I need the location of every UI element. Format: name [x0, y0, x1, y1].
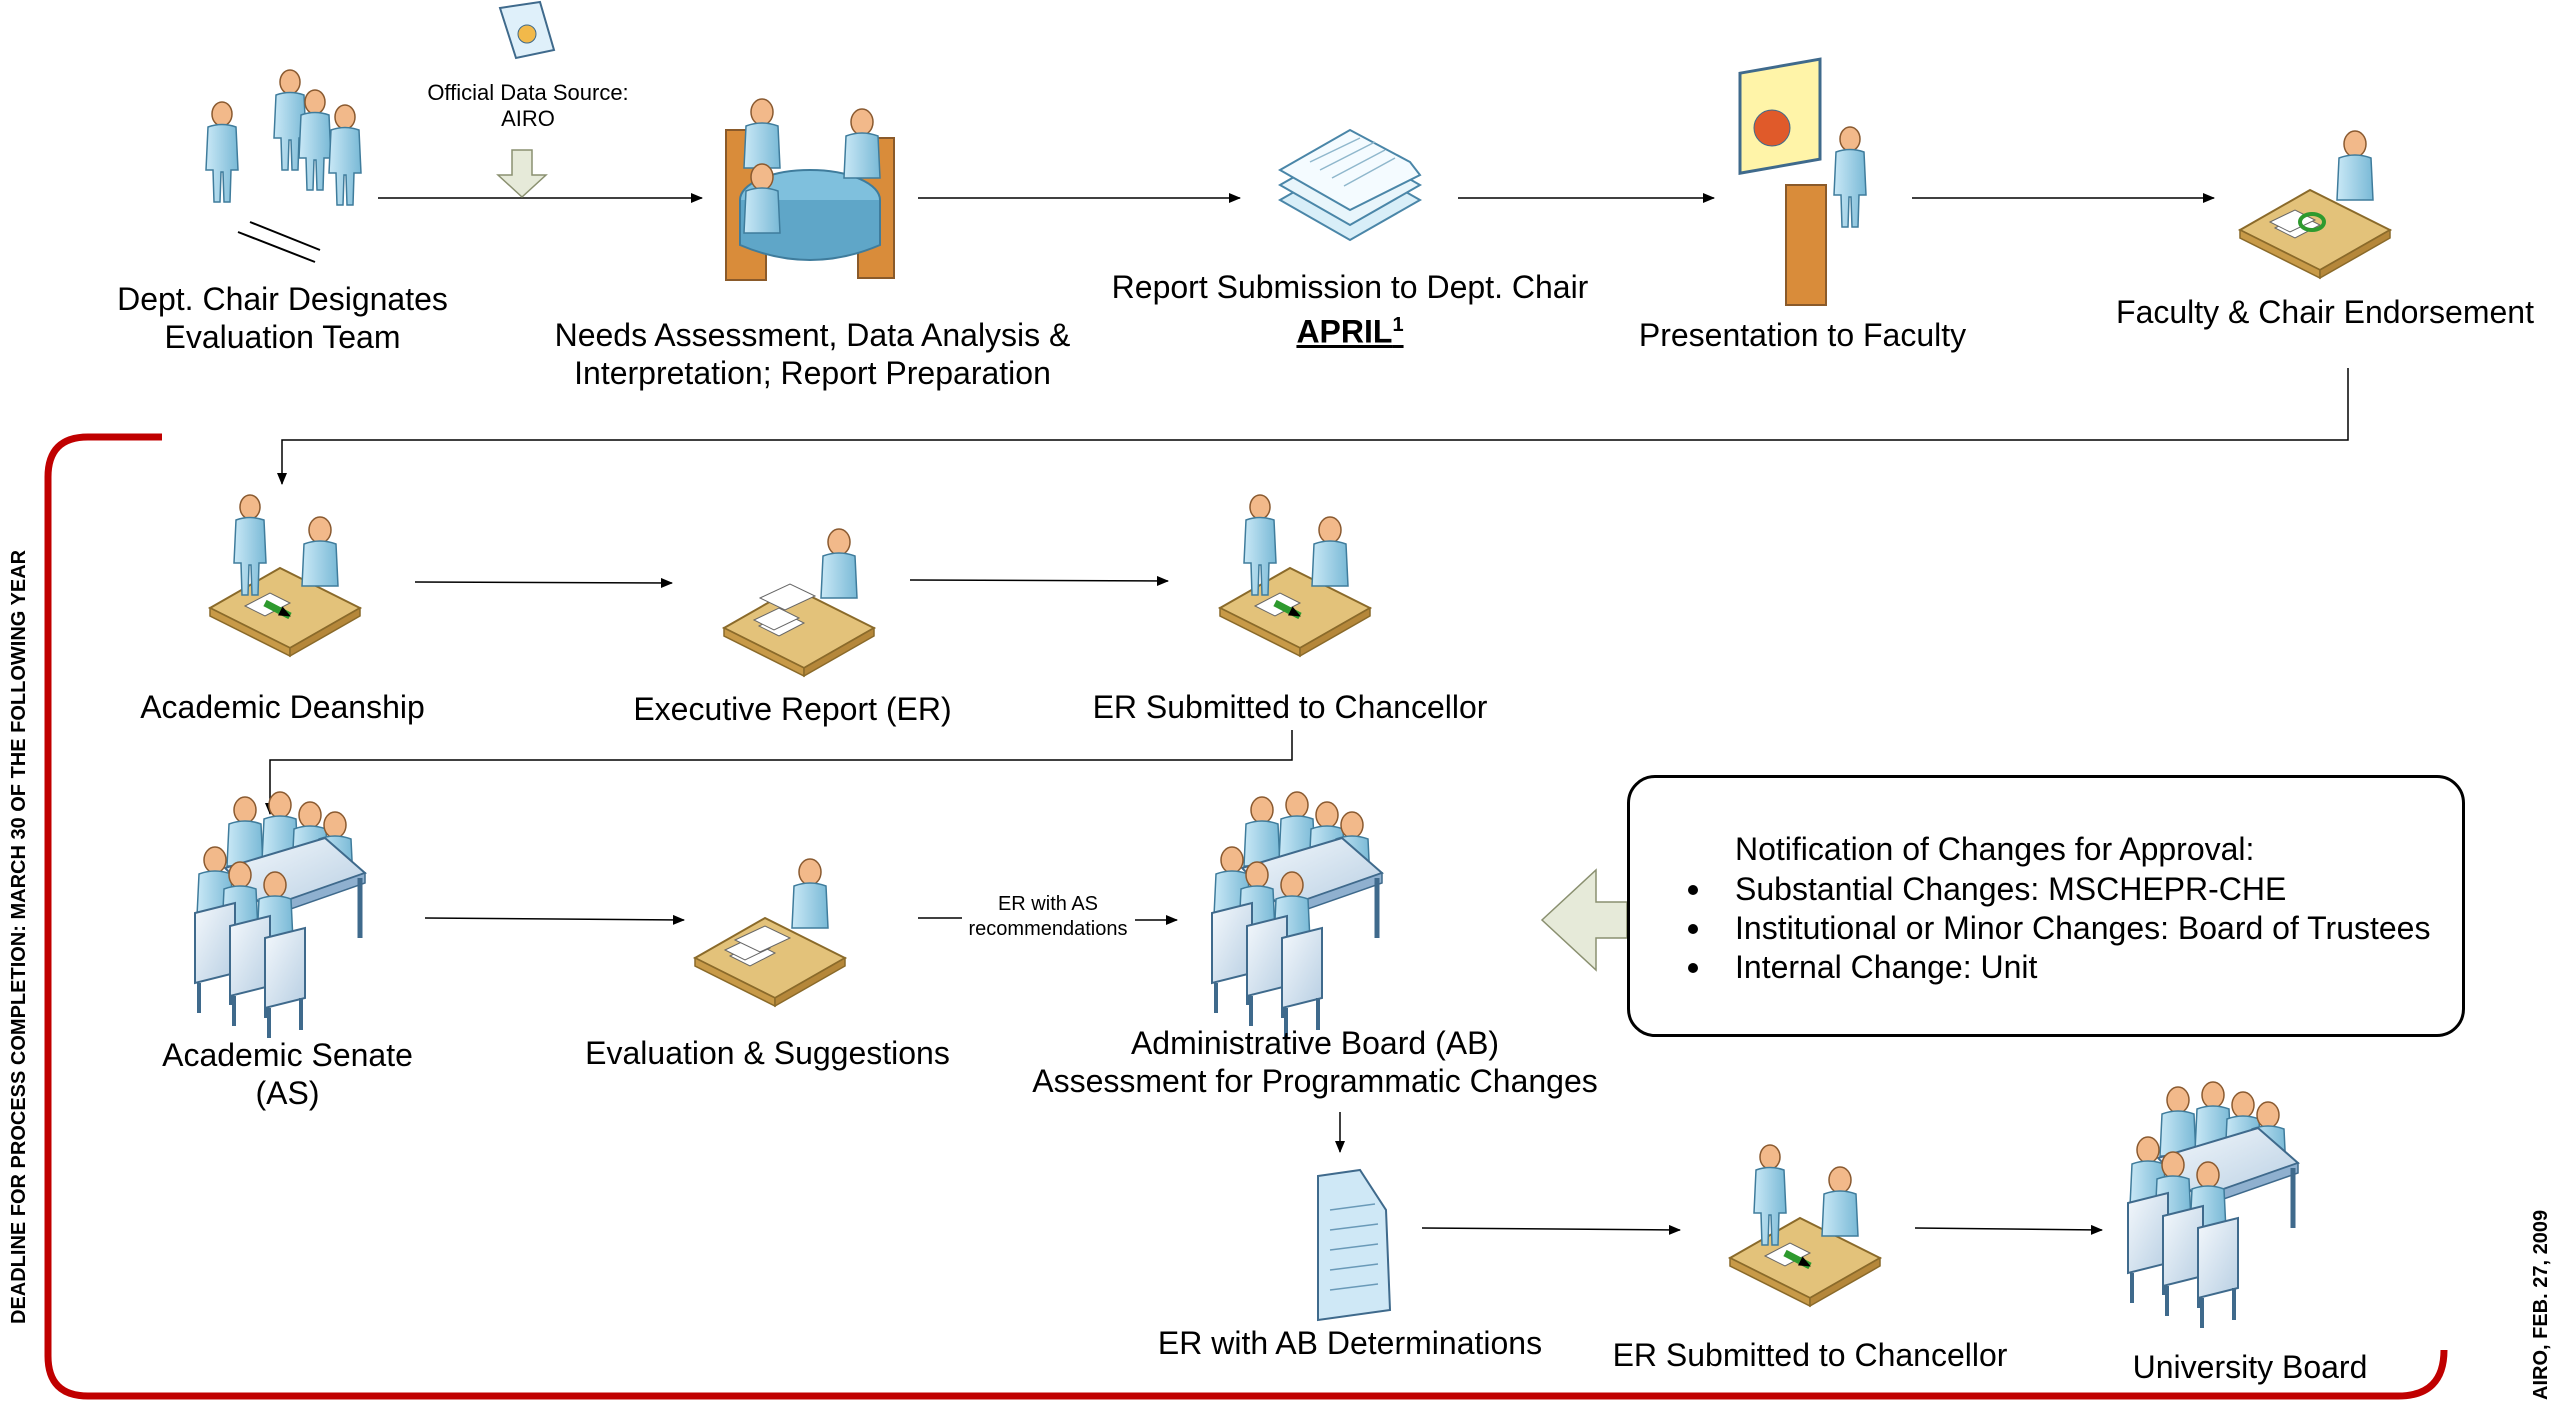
- step-presentation: Presentation to Faculty: [1580, 316, 2025, 354]
- deadline-month: APRIL1: [1100, 306, 1600, 351]
- chancellor-submission-icon: [1220, 495, 1370, 656]
- step-report-submission: Report Submission to Dept. Chair APRIL1: [1100, 268, 1600, 351]
- step-label-line1: Executive Report (ER): [633, 691, 952, 727]
- step-er-to-chancellor-2: ER Submitted to Chancellor: [1590, 1336, 2030, 1374]
- data-source-line2: AIRO: [501, 106, 555, 131]
- step-label-line2: Interpretation; Report Preparation: [574, 355, 1051, 391]
- notification-item: Substantial Changes: MSCHEPR-CHE: [1687, 870, 2430, 909]
- university-board-icon: [2128, 1082, 2298, 1328]
- step-label-line1: ER Submitted to Chancellor: [1092, 689, 1488, 725]
- deadline-side-label: DEADLINE FOR PROCESS COMPLETION: MARCH 3…: [8, 549, 30, 1324]
- step-label-line1: ER with AB Determinations: [1157, 1325, 1543, 1361]
- step-label-line2: (AS): [255, 1075, 320, 1111]
- evaluation-team-icon: [205, 69, 362, 263]
- chancellor-submission-icon-2: [1730, 1145, 1880, 1306]
- step-academic-senate: Academic Senate (AS): [130, 1036, 445, 1112]
- endorsement-icon: [2240, 131, 2390, 278]
- step-university-board: University Board: [2095, 1348, 2405, 1386]
- credit-side-label: AIRO, FEB. 27, 2009: [2530, 1209, 2552, 1400]
- step-label-line1: Faculty & Chair Endorsement: [2116, 294, 2534, 330]
- step-administrative-board: Administrative Board (AB) Assessment for…: [1005, 1024, 1625, 1100]
- academic-senate-icon: [195, 792, 365, 1038]
- step-label-line1: Academic Deanship: [140, 689, 425, 725]
- deadline-bracket: [44, 433, 2448, 1400]
- notification-item: Institutional or Minor Changes: Board of…: [1687, 910, 2431, 946]
- step-er-to-chancellor: ER Submitted to Chancellor: [1070, 688, 1510, 726]
- evaluation-icon: [695, 859, 845, 1006]
- data-source-note: Official Data Source: AIRO: [398, 80, 658, 132]
- step-label-line1: Administrative Board (AB): [1130, 1025, 1500, 1061]
- notification-title: Notification of Changes for Approval:: [1735, 831, 2255, 867]
- document-icon: [1317, 1168, 1392, 1322]
- deadline-month-text: APRIL: [1296, 313, 1393, 350]
- executive-report-icon: [724, 529, 874, 676]
- step-dept-chair-designates: Dept. Chair Designates Evaluation Team: [105, 280, 460, 356]
- arrow-note-er-with-as: ER with AS recommendations: [960, 892, 1136, 942]
- step-er-ab-determinations: ER with AB Determinations: [1140, 1324, 1560, 1362]
- step-label-line2: Assessment for Programmatic Changes: [1032, 1063, 1598, 1099]
- notification-box: Notification of Changes for Approval: Su…: [1627, 775, 2465, 1037]
- step-label-line1: Dept. Chair Designates: [117, 281, 448, 317]
- academic-deanship-icon: [210, 495, 360, 656]
- step-label-line2: Evaluation Team: [164, 319, 401, 355]
- presentation-icon: [1738, 57, 1867, 306]
- step-label-line1: Academic Senate: [162, 1037, 413, 1073]
- team-meeting-icon: [725, 98, 895, 281]
- administrative-board-icon: [1212, 792, 1382, 1038]
- deadline-footnote: 1: [1392, 314, 1404, 336]
- arrow-note-line1: ER with AS: [997, 893, 1099, 915]
- data-source-line1: Official Data Source:: [427, 80, 629, 105]
- step-label-line1: Presentation to Faculty: [1638, 317, 1967, 353]
- arrow-note-line2: recommendations: [968, 918, 1128, 940]
- step-executive-report: Executive Report (ER): [600, 690, 985, 728]
- report-papers-icon: [1279, 129, 1421, 241]
- step-label-line1: Report Submission to Dept. Chair: [1111, 269, 1589, 305]
- step-label-line1: ER Submitted to Chancellor: [1612, 1337, 2008, 1373]
- step-label-line1: Needs Assessment, Data Analysis &: [554, 317, 1071, 353]
- step-label-line1: Evaluation & Suggestions: [585, 1035, 950, 1071]
- step-endorsement: Faculty & Chair Endorsement: [2095, 293, 2555, 331]
- step-evaluation: Evaluation & Suggestions: [565, 1034, 970, 1072]
- step-label-line1: University Board: [2132, 1349, 2368, 1385]
- notification-item: Internal Change: Unit: [1687, 948, 2430, 987]
- notification-list: Substantial Changes: MSCHEPR-CHE Institu…: [1687, 870, 2431, 987]
- step-academic-deanship: Academic Deanship: [110, 688, 455, 726]
- step-needs-assessment: Needs Assessment, Data Analysis & Interp…: [535, 316, 1090, 392]
